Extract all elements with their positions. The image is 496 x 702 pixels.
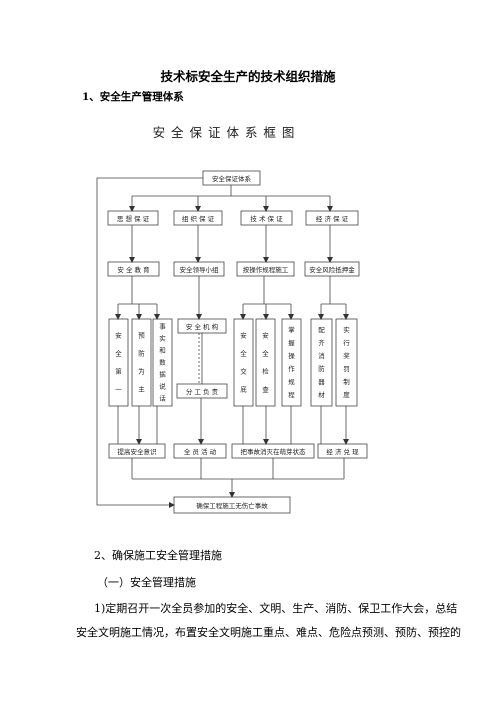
box-org-guarantee: 组 织 保 证 — [182, 214, 215, 223]
safety-system-diagram: 安 全 保 证 体 系 框 图 — [96, 125, 368, 514]
box-safety-briefing: 安全交底 — [240, 331, 247, 394]
box-follow-procedures: 按操作规程施工 — [243, 265, 289, 274]
box-raise-awareness: 提高安全意识 — [118, 447, 158, 456]
box-reward-penalty: 实行奖罚制度 — [343, 325, 350, 399]
box-no-casualties: 确保工程施工无伤亡事故 — [196, 501, 268, 510]
box-facts-and-data: 事实和数据说话 — [159, 322, 166, 403]
diagram-title: 安 全 保 证 体 系 框 图 — [153, 125, 296, 140]
paragraph-line-1: 1)定期召开一次全员参加的安全、文明、生产、消防、保卫工作大会，总结 — [94, 602, 458, 615]
paragraph-line-2: 安全文明施工情况，布置安全文明施工重点、难点、危险点预测、预防、预控的 — [76, 626, 461, 639]
box-econ-guarantee: 经 济 保 证 — [316, 214, 349, 223]
box-safety-education: 安 全 教 育 — [117, 265, 150, 274]
box-division-duty: 分 工 负 责 — [186, 387, 219, 396]
box-econ-cash: 经 济 兑 现 — [326, 447, 359, 456]
box-master-procedures: 掌握操作规程 — [288, 325, 295, 399]
feedback-line — [96, 177, 203, 508]
box-all-staff: 全 员 活 动 — [184, 447, 217, 456]
section-heading-2: 2、确保施工安全管理措施 — [94, 549, 222, 562]
box-risk-deposit: 安全风险抵押金 — [309, 265, 355, 274]
box-safety-leadership: 安全领导小组 — [180, 265, 220, 274]
box-safety-system-label: 安全保证体系 — [212, 174, 252, 183]
subsection-heading: （一）安全管理措施 — [97, 576, 196, 589]
box-prevention-first: 预防为主 — [138, 331, 145, 394]
box-thought-guarantee: 思 想 保 证 — [117, 214, 150, 223]
box-safety-inspection: 安全检查 — [262, 331, 269, 394]
box-safety-agency: 安 全 机 构 — [186, 322, 219, 331]
box-safety-first: 安全第一 — [115, 331, 122, 394]
box-tech-guarantee: 技 术 保 证 — [250, 214, 283, 223]
section-heading-1: 1、安全生产管理体系 — [82, 91, 184, 103]
document-title: 技术标安全生产的技术组织措施 — [160, 69, 336, 84]
box-fire-equipment: 配齐消防器材 — [318, 326, 325, 399]
box-eliminate-accidents: 把事故消灭在萌芽状态 — [241, 447, 307, 456]
